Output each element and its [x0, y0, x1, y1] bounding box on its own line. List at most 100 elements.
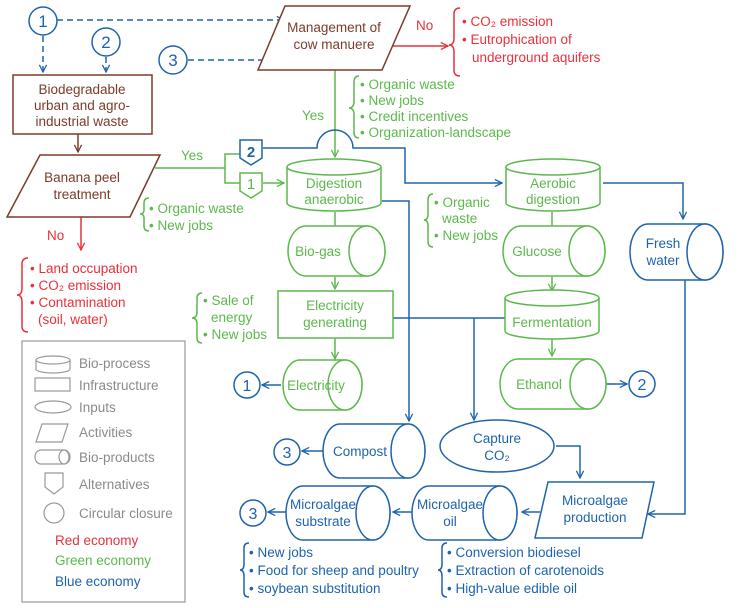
node-text: urban and agro- [34, 98, 130, 113]
node-text: oil [443, 514, 457, 529]
note-banana-red: • Land occupation • CO₂ emission • Conta… [16, 257, 138, 333]
legend-label: Activities [79, 425, 133, 440]
brace-icon [423, 193, 434, 248]
node-text: industrial waste [35, 114, 128, 129]
edge-label-yes: Yes [302, 108, 324, 123]
note-line: • New jobs [434, 228, 498, 243]
inputs-icon [34, 400, 72, 414]
activity-parallelogram [256, 5, 412, 71]
circular-closure-icon [43, 502, 65, 524]
node-text: Bio-gas [295, 244, 341, 259]
legend-blue-economy: Blue economy [55, 574, 141, 589]
node-text: Electricity [287, 378, 345, 393]
edge-freshwater-to-production [648, 280, 686, 514]
node-compost: Compost [322, 423, 426, 479]
edge-capture-to-production [556, 445, 580, 478]
node-capture-co2: Capture CO₂ [439, 419, 555, 473]
infrastructure-icon [34, 377, 71, 392]
activity-parallelogram [534, 481, 655, 539]
circle-icon [91, 27, 121, 57]
alternative-1: 1 [239, 172, 263, 199]
legend-label: Infrastructure [79, 378, 159, 393]
node-microalgae-production: Microalgae production [534, 481, 655, 539]
edge-aerobic-to-freshwater [603, 182, 683, 219]
legend-circular-closure: Circular closure [43, 502, 173, 524]
brace-icon [16, 257, 29, 333]
note-line: • Credit incentives [360, 109, 469, 124]
bio-process-drum [504, 289, 600, 307]
infrastructure-rect [12, 74, 153, 135]
node-text: Electricity [306, 298, 364, 313]
alternative-2: 2 [239, 139, 263, 166]
node-microalgae-oil: Microalgae oil [411, 485, 518, 541]
note-line: • Land occupation [30, 261, 138, 276]
node-text: CO₂ [484, 448, 510, 463]
node-ethanol: Ethanol [499, 358, 607, 410]
legend-inputs: Inputs [34, 400, 116, 415]
node-biodegradable-waste: Biodegradable urban and agro- industrial… [12, 74, 153, 135]
note-manure-red: • CO₂ emission • Eutrophication of under… [448, 7, 601, 77]
legend-bio-products: Bio-products [34, 449, 155, 465]
closure-label: 1 [243, 378, 252, 395]
circle-icon [273, 438, 301, 466]
node-text: water [645, 253, 680, 268]
note-line: • Contamination [30, 295, 126, 310]
circle-icon [233, 371, 261, 399]
note-line: • Organic waste [149, 201, 244, 216]
note-line: • Organic [434, 195, 490, 210]
edge-label-yes: Yes [181, 148, 203, 163]
closure-c2-top: 2 [91, 27, 121, 57]
edge-digestion-to-compost [382, 200, 409, 421]
legend-bio-process: Bio-process [35, 355, 151, 374]
alternative-pentagon-icon [239, 172, 263, 199]
node-text: Biodegradable [38, 82, 125, 97]
node-text: Capture [473, 431, 521, 446]
legend-alternatives: Alternatives [44, 472, 150, 495]
alternatives-icon [44, 472, 64, 495]
note-line: • New jobs [149, 218, 213, 233]
infrastructure-rect [277, 290, 394, 339]
circle-icon [28, 6, 58, 36]
brace-icon [139, 197, 150, 232]
closure-label: 2 [101, 33, 110, 52]
note-aerobic-green: • Organic waste • New jobs [423, 193, 498, 248]
node-text: cow manuere [293, 37, 374, 52]
note-banana-green: • Organic waste • New jobs [139, 197, 244, 233]
circle-icon [239, 499, 267, 527]
closure-c3-top: 3 [158, 45, 188, 75]
node-microalgae-substrate: Microalgae substrate [285, 485, 391, 541]
node-biogas: Bio-gas [287, 225, 386, 277]
note-line: • Eutrophication of [462, 32, 572, 47]
node-text: Microalgae [417, 497, 483, 512]
node-text: Management of [287, 20, 381, 35]
node-text: anaerobic [304, 192, 364, 207]
node-text: substrate [295, 514, 351, 529]
note-line: • New jobs [203, 327, 267, 342]
bio-process-icon [35, 355, 71, 365]
note-line: • CO₂ emission [30, 278, 121, 293]
alternative-label: 1 [247, 176, 255, 193]
node-text: treatment [53, 187, 110, 202]
node-text: digestion [526, 192, 580, 207]
closure-label: 2 [638, 377, 647, 394]
closure-c1-electricity: 1 [233, 371, 261, 399]
edge-banana-yes-a2 [155, 153, 240, 169]
node-text: Fermentation [512, 315, 592, 330]
circle-icon [158, 45, 188, 75]
activity-parallelogram [5, 154, 162, 218]
node-text: Digestion [306, 176, 362, 191]
legend-label: Alternatives [79, 477, 150, 492]
note-line: • Conversion biodiesel [447, 545, 581, 560]
node-text: Microalgae [290, 497, 356, 512]
note-line: • Organic waste [360, 77, 455, 92]
closure-label: 3 [249, 506, 258, 523]
node-text: Glucose [512, 244, 562, 259]
activities-icon [35, 423, 69, 443]
alternative-pentagon-icon [239, 139, 263, 166]
note-electricity-green: • Sale of energy • New jobs [191, 292, 267, 344]
node-electricity-generating: Electricity generating [277, 290, 394, 339]
legend-label: Bio-process [79, 356, 151, 371]
note-line: • CO₂ emission [462, 14, 553, 29]
node-text: Banana peel [44, 170, 120, 185]
